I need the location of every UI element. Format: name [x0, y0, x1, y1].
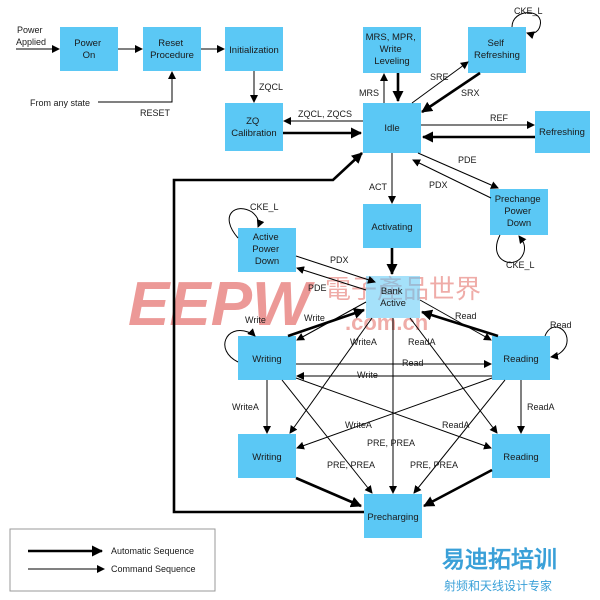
label-writea-down: WriteA [232, 402, 259, 412]
edge-reading-to-writing-ap [296, 377, 493, 450]
brand-watermark: 易迪拓培训 射频和天线设计专家 [442, 546, 557, 593]
state-writing-label: Writing [252, 354, 281, 365]
state-activating-label: Activating [371, 222, 412, 233]
state-refreshing-label: Refreshing [539, 127, 585, 138]
state-writing-autoprecharge-label: Writing [252, 452, 281, 463]
state-activating [363, 204, 421, 248]
state-idle [363, 103, 421, 153]
label-reada-cross: ReadA [442, 420, 470, 430]
state-precharging-label: Precharging [367, 512, 418, 523]
state-initialization-label: Initialization [229, 45, 279, 56]
state-reading-label: Reading [503, 354, 538, 365]
state-self-refreshing [468, 27, 526, 73]
edge-idle-to-pre-pd [417, 152, 499, 189]
edge-pre-pd-loop [496, 234, 527, 263]
label-write-mid: Write [357, 370, 378, 380]
edge-self-refresh-to-idle [421, 71, 481, 114]
state-idle-label: Idle [384, 123, 399, 134]
label-read-bank: Read [455, 311, 477, 321]
label-cke-l-pre: CKE_L [506, 260, 535, 270]
label-pre-prea-right: PRE, PREA [410, 460, 458, 470]
state-zq-calibration-label: ZQ Calibration [231, 116, 276, 139]
state-mrs-label: MRS, MPR, Write Leveling [366, 32, 419, 67]
state-reset-procedure [143, 27, 201, 71]
label-zqcl: ZQCL [259, 82, 283, 92]
label-writea-bank: WriteA [350, 337, 377, 347]
state-reading-autoprecharge-label: Reading [503, 452, 538, 463]
edge-self-refresh-loop [511, 12, 541, 40]
state-power-on-label: Power On [74, 38, 104, 61]
edge-reset-any [98, 71, 176, 103]
label-cke-l-active: CKE_L [250, 202, 279, 212]
brand-title: 易迪拓培训 [442, 546, 557, 573]
state-active-power-down [238, 228, 296, 272]
label-write-loop: Write [245, 315, 266, 325]
state-power-on [60, 27, 118, 71]
state-reset-procedure-label: Reset Procedure [150, 38, 194, 61]
label-read-mid: Read [402, 358, 424, 368]
label-pdx-active: PDX [330, 255, 349, 265]
label-read-loop: Read [550, 320, 572, 330]
brand-subtitle: 射频和天线设计专家 [444, 578, 552, 593]
edge-writing-ap-to-precharging [295, 476, 362, 508]
edge-reading-to-precharging [413, 379, 506, 494]
label-reset: RESET [140, 108, 171, 118]
state-self-refreshing-label: Self Refreshing [474, 38, 520, 61]
state-writing-autoprecharge [238, 434, 296, 478]
label-pre-prea-center: PRE, PREA [367, 438, 415, 448]
label-power-applied: Power Applied [16, 25, 46, 47]
state-bank-active-label: Bank Active [380, 286, 406, 309]
edge-reading-to-bank [421, 309, 499, 338]
label-write-bank: Write [304, 313, 325, 323]
state-mrs-mpr-write-leveling [363, 27, 421, 73]
state-initialization [225, 27, 283, 71]
edge-pre-pd-to-idle [412, 159, 492, 199]
label-act: ACT [369, 182, 388, 192]
label-cke-l-self: CKE_L [514, 6, 543, 16]
eepw-logo-text: EEPW [128, 270, 315, 339]
edge-active-pd-to-bank [295, 255, 376, 284]
state-precharging [364, 494, 422, 538]
label-pre-prea-left: PRE, PREA [327, 460, 375, 470]
label-sre: SRE [430, 72, 449, 82]
edge-writing-loop [224, 328, 256, 363]
edge-bank-to-reading-read [419, 299, 492, 341]
legend-automatic-label: Automatic Sequence [111, 546, 194, 556]
label-pde-active: PDE [308, 283, 327, 293]
label-ref: REF [490, 113, 509, 123]
edge-writing-to-bank [287, 308, 365, 338]
edge-writing-to-precharging [281, 379, 373, 494]
label-mrs: MRS [359, 88, 379, 98]
edge-reading-loop [544, 326, 568, 360]
state-bank-active [366, 276, 420, 318]
state-writing [238, 336, 296, 380]
state-reading-autoprecharge [492, 434, 550, 478]
state-zq-calibration [225, 103, 283, 151]
state-active-power-down-label: Active Power Down [252, 232, 282, 267]
label-pdx-idle: PDX [429, 180, 448, 190]
label-pde-idle: PDE [458, 155, 477, 165]
edge-active-pd-loop [228, 208, 265, 239]
edge-idle-to-self-refresh [411, 61, 469, 104]
legend-command-label: Command Sequence [111, 564, 196, 574]
state-prechange-power-down-label: Prechange Power Down [495, 194, 544, 229]
label-reada-down: ReadA [527, 402, 555, 412]
label-reada-bank: ReadA [408, 337, 436, 347]
state-refreshing [535, 111, 590, 153]
label-srx: SRX [461, 88, 480, 98]
label-zqcl-zqcs: ZQCL, ZQCS [298, 109, 352, 119]
edge-bank-to-active-pd [296, 266, 367, 291]
legend: Automatic Sequence Command Sequence [9, 528, 216, 592]
legend-frame [9, 528, 216, 592]
state-prechange-power-down [490, 189, 548, 235]
label-writea-cross: WriteA [345, 420, 372, 430]
edge-precharging-to-idle [172, 152, 364, 514]
label-from-any-state: From any state [30, 98, 90, 108]
edge-reading-ap-to-precharging [423, 468, 493, 508]
state-reading [492, 336, 550, 380]
